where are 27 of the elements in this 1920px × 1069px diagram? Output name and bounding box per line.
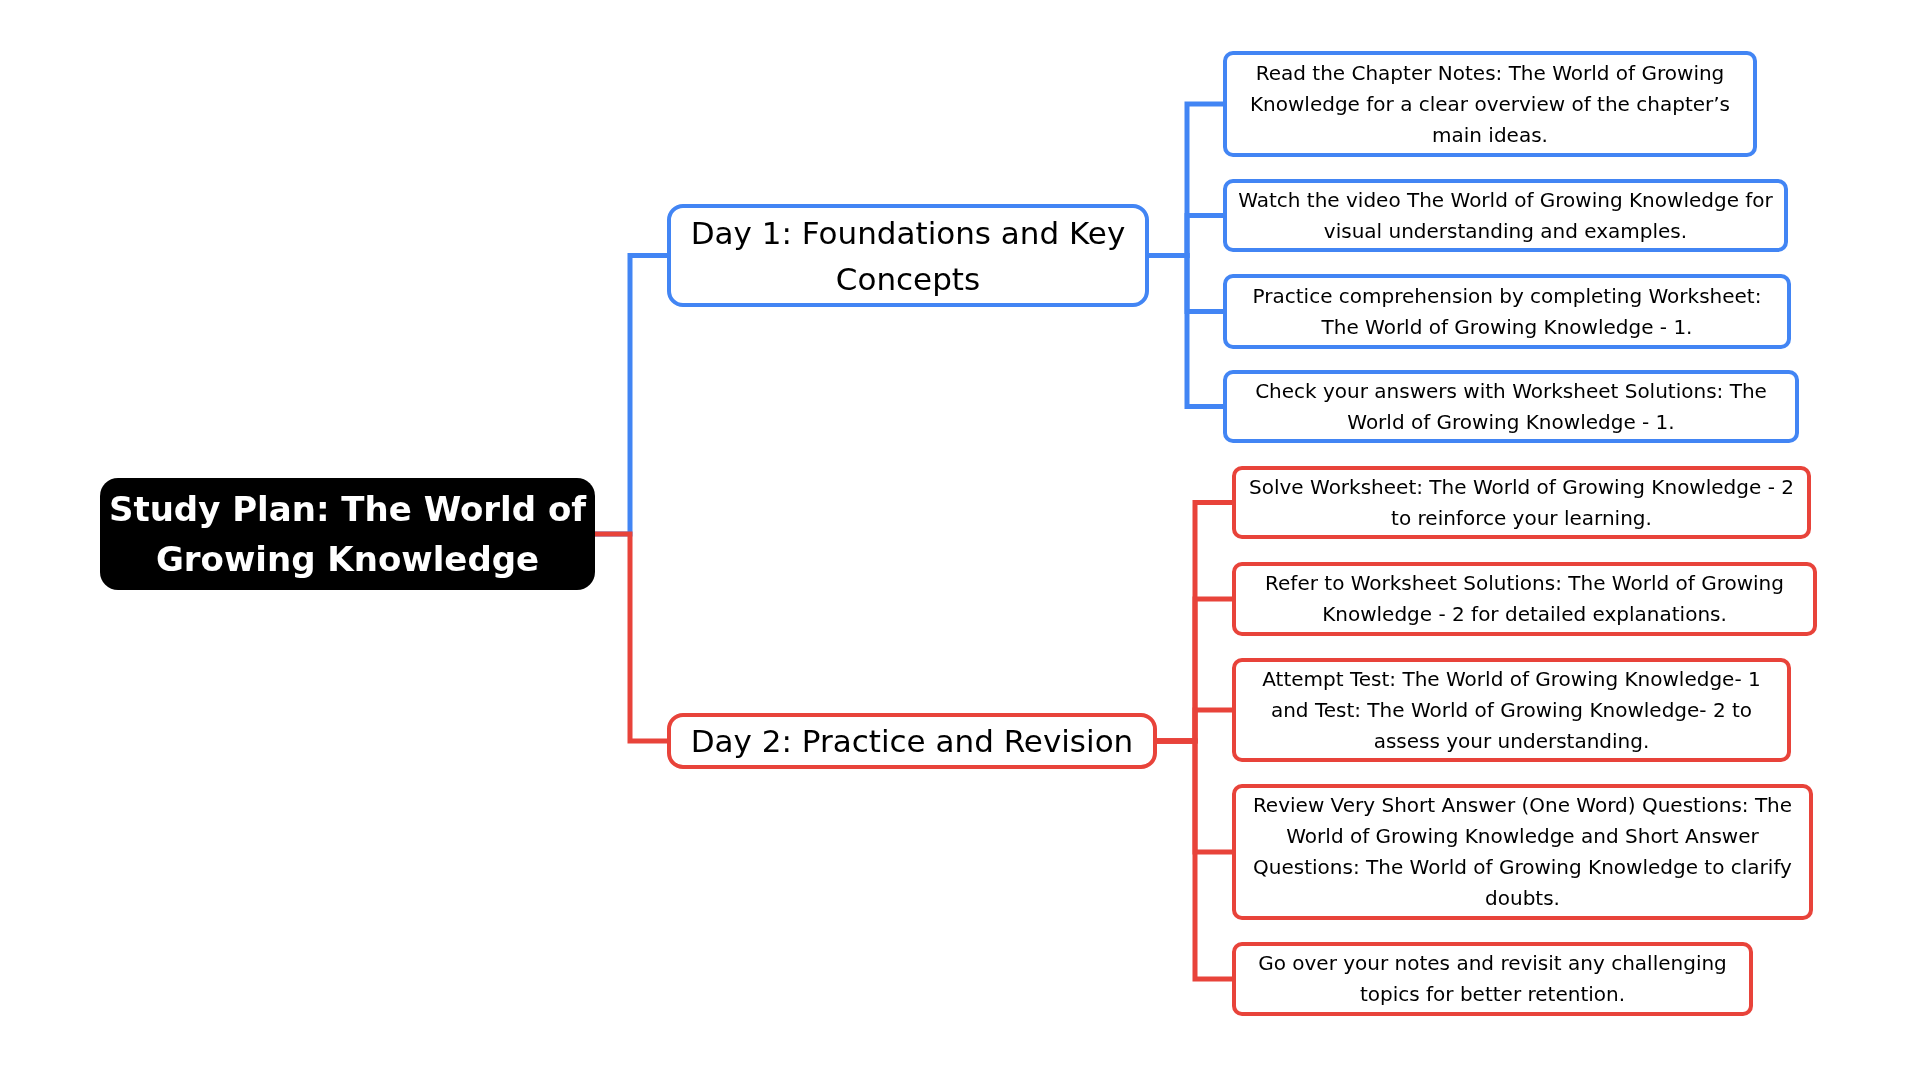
node-text: Check your answers with Worksheet Solutions: The World of Growing Knowledge - 1. [1254, 377, 1768, 436]
task-box [1232, 784, 1813, 920]
task-box [1223, 274, 1791, 349]
connector-line [595, 531, 667, 744]
node-text: Study Plan: The World of Growing Knowledge [107, 488, 588, 581]
task-box [1232, 942, 1753, 1016]
node-text: Read the Chapter Notes: The World of Growing Knowledge for a clear overview of the chapter’s main ideas. [1248, 59, 1732, 149]
connector-line [1149, 253, 1223, 409]
day-topic-box [667, 713, 1157, 769]
day-topic-box [667, 204, 1149, 307]
task-box [1232, 466, 1811, 539]
root-topic-box [100, 478, 595, 590]
task-box [1223, 179, 1788, 252]
node-text: Day 1: Foundations and Key Concepts [689, 213, 1127, 299]
node-text: Refer to Worksheet Solutions: The World of Growing Knowledge - 2 for detailed explanations. [1264, 570, 1785, 628]
node-text: Practice comprehension by completing Worksheet: The World of Growing Knowledge - 1. [1251, 282, 1763, 341]
node-text: Solve Worksheet: The World of Growing Knowledge - 2 to reinforce your learning. [1248, 473, 1795, 532]
node-text: Watch the video The World of Growing Knowledge for visual understanding and examples. [1237, 186, 1774, 245]
task-box [1223, 370, 1799, 443]
node-text: Attempt Test: The World of Growing Knowledge- 1 and Test: The World of Growing Knowledge- 2 to assess your understanding. [1261, 665, 1762, 755]
node-text: Review Very Short Answer (One Word) Questions: The World of Growing Knowledge and Short Answer Questions: The World of Growing Knowledge to clarify doubts. [1251, 792, 1794, 912]
node-text: Go over your notes and revisit any challenging topics for better retention. [1257, 950, 1728, 1008]
task-box [1232, 658, 1791, 762]
task-box [1232, 562, 1817, 636]
task-box [1223, 51, 1757, 157]
connector-line [1157, 738, 1232, 982]
node-text: Day 2: Practice and Revision [690, 722, 1134, 761]
